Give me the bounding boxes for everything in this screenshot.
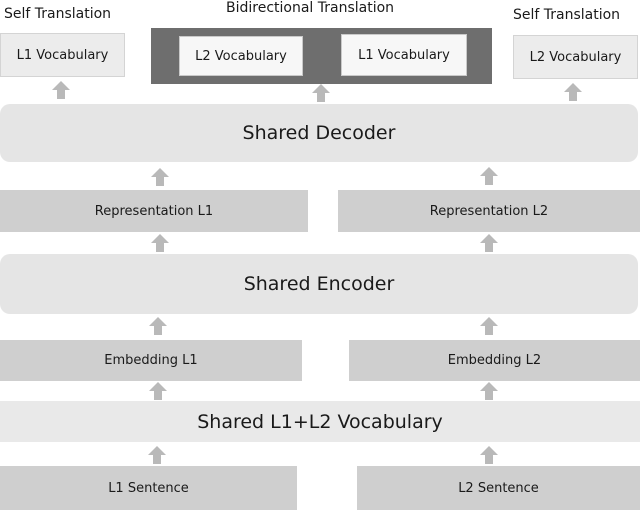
- shared-vocabulary-box: Shared L1+L2 Vocabulary: [0, 401, 640, 442]
- bidirectional-panel: L2 Vocabulary L1 Vocabulary: [151, 28, 492, 84]
- arrow-up-icon: [480, 317, 498, 335]
- embedding-l1-box: Embedding L1: [0, 340, 302, 381]
- arrow-up-icon: [480, 234, 498, 252]
- l1-sentence-box: L1 Sentence: [0, 466, 297, 510]
- l2-sentence-box: L2 Sentence: [357, 466, 640, 510]
- shared-decoder-box: Shared Decoder: [0, 104, 638, 162]
- l1-vocabulary-bidirectional-box: L1 Vocabulary: [341, 34, 467, 76]
- self-translation-left-heading: Self Translation: [4, 6, 112, 22]
- arrow-up-icon: [149, 317, 167, 335]
- representation-l1-box: Representation L1: [0, 190, 308, 232]
- l1-vocabulary-left-box: L1 Vocabulary: [0, 33, 125, 77]
- arrow-up-icon: [151, 234, 169, 252]
- representation-l2-box: Representation L2: [338, 190, 640, 232]
- arrow-up-icon: [151, 168, 169, 186]
- arrow-up-icon: [480, 382, 498, 400]
- arrow-up-icon: [148, 446, 166, 464]
- arrow-up-icon: [480, 446, 498, 464]
- l2-vocabulary-bidirectional-box: L2 Vocabulary: [179, 36, 303, 76]
- self-translation-right-heading: Self Translation: [513, 7, 621, 23]
- l2-vocabulary-right-box: L2 Vocabulary: [513, 35, 638, 79]
- arrow-up-icon: [149, 382, 167, 400]
- arrow-up-icon: [480, 167, 498, 185]
- shared-encoder-box: Shared Encoder: [0, 254, 638, 314]
- arrow-up-icon: [52, 81, 70, 99]
- bidirectional-translation-heading: Bidirectional Translation: [226, 0, 395, 16]
- arrow-up-icon: [312, 84, 330, 102]
- arrow-up-icon: [564, 83, 582, 101]
- embedding-l2-box: Embedding L2: [349, 340, 640, 381]
